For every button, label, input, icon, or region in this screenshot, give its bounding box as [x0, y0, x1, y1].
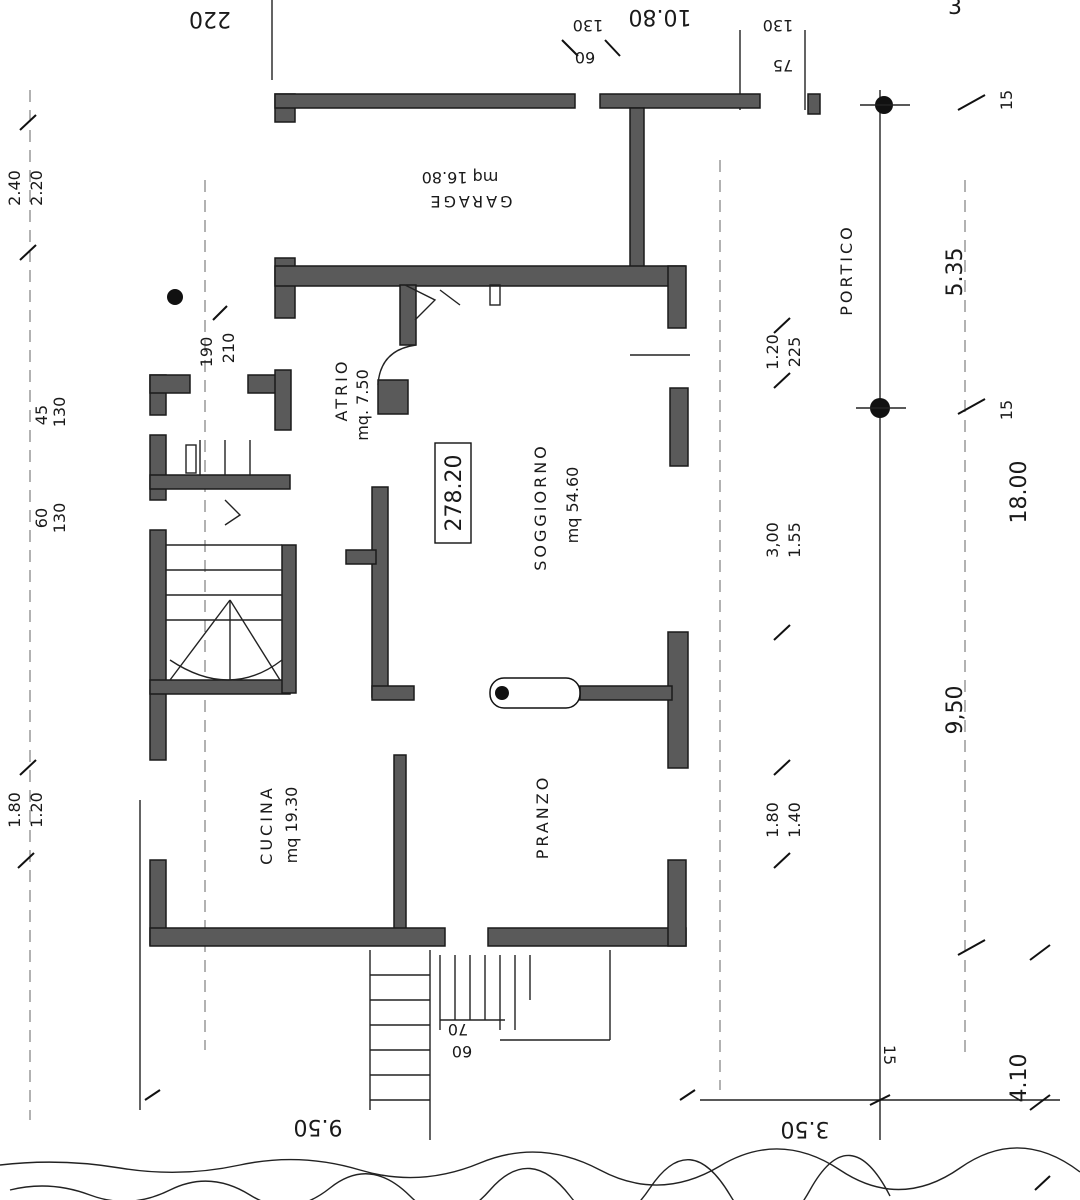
dim-mid-225: 225 [785, 337, 804, 368]
dim-left-130b: 130 [50, 503, 69, 534]
dim-top-left: 220 [189, 6, 231, 31]
construction-lines [29, 0, 1060, 1140]
cucina-label: CUCINA [257, 785, 276, 865]
atrio-area: mq. 7.50 [353, 369, 372, 441]
total-area-box [434, 442, 472, 544]
dim-top-130: 130 [573, 16, 604, 35]
entrance-steps [369, 950, 531, 1140]
dim-mid-140: 1.40 [785, 802, 804, 838]
ground-line [0, 1147, 1080, 1200]
dim-right-15b: 15 [997, 400, 1016, 420]
dim-bottom-950: 9.50 [294, 1114, 343, 1139]
dim-mid-300: 3,00 [763, 522, 782, 558]
dim-top-right-130: 130 [763, 16, 794, 35]
dim-top-75: 75 [773, 56, 793, 75]
dim-left-240: 2.40 [5, 170, 24, 206]
dim-right-950: 9,50 [943, 686, 968, 735]
atrio-label: ATRIO [332, 359, 351, 422]
cucina-area: mq 19.30 [282, 787, 301, 864]
doors [377, 284, 690, 386]
dim-atrio-210: 210 [219, 333, 238, 364]
dim-left-45: 45 [32, 405, 51, 425]
dim-mid-155: 1.55 [785, 522, 804, 558]
columns [167, 96, 910, 418]
dim-left-220: 2.20 [27, 170, 46, 206]
dim-bottom-350: 3.50 [781, 1116, 830, 1141]
dim-right-15c: 15 [880, 1045, 899, 1065]
dim-top-far-right: 3 [948, 0, 962, 20]
dim-left-60: 60 [32, 508, 51, 528]
total-area-value: 278.20 [442, 455, 467, 532]
dim-right-535: 5.35 [943, 248, 968, 297]
dim-top-60: 60 [575, 48, 595, 67]
garage-area: mq 16.80 [422, 168, 499, 187]
pranzo-label: PRANZO [533, 775, 552, 860]
soggiorno-area: mq 54.60 [563, 467, 582, 544]
dim-left-130a: 130 [50, 397, 69, 428]
dim-stair-70: 70 [448, 1020, 468, 1039]
staircase [166, 440, 283, 681]
dim-left-120: 1.20 [27, 792, 46, 828]
dim-mid-180: 1.80 [763, 802, 782, 838]
dim-top-mid: 10.80 [629, 4, 692, 29]
dim-left-180: 1.80 [5, 792, 24, 828]
dim-right-15a: 15 [997, 90, 1016, 110]
fireplace [489, 677, 581, 709]
dim-atrio-190: 190 [197, 337, 216, 368]
garage-label: GARAGE [428, 192, 513, 211]
dim-right-410: 4.10 [1007, 1054, 1032, 1103]
dim-stair-60: 60 [452, 1042, 472, 1061]
portico-label: PORTICO [837, 224, 856, 315]
dim-right-1800: 18.00 [1007, 461, 1032, 524]
soggiorno-label: SOGGIORNO [531, 443, 550, 571]
dim-mid-120: 1.20 [763, 334, 782, 370]
walls [149, 93, 821, 947]
dimension-ticks [17, 39, 1051, 1191]
